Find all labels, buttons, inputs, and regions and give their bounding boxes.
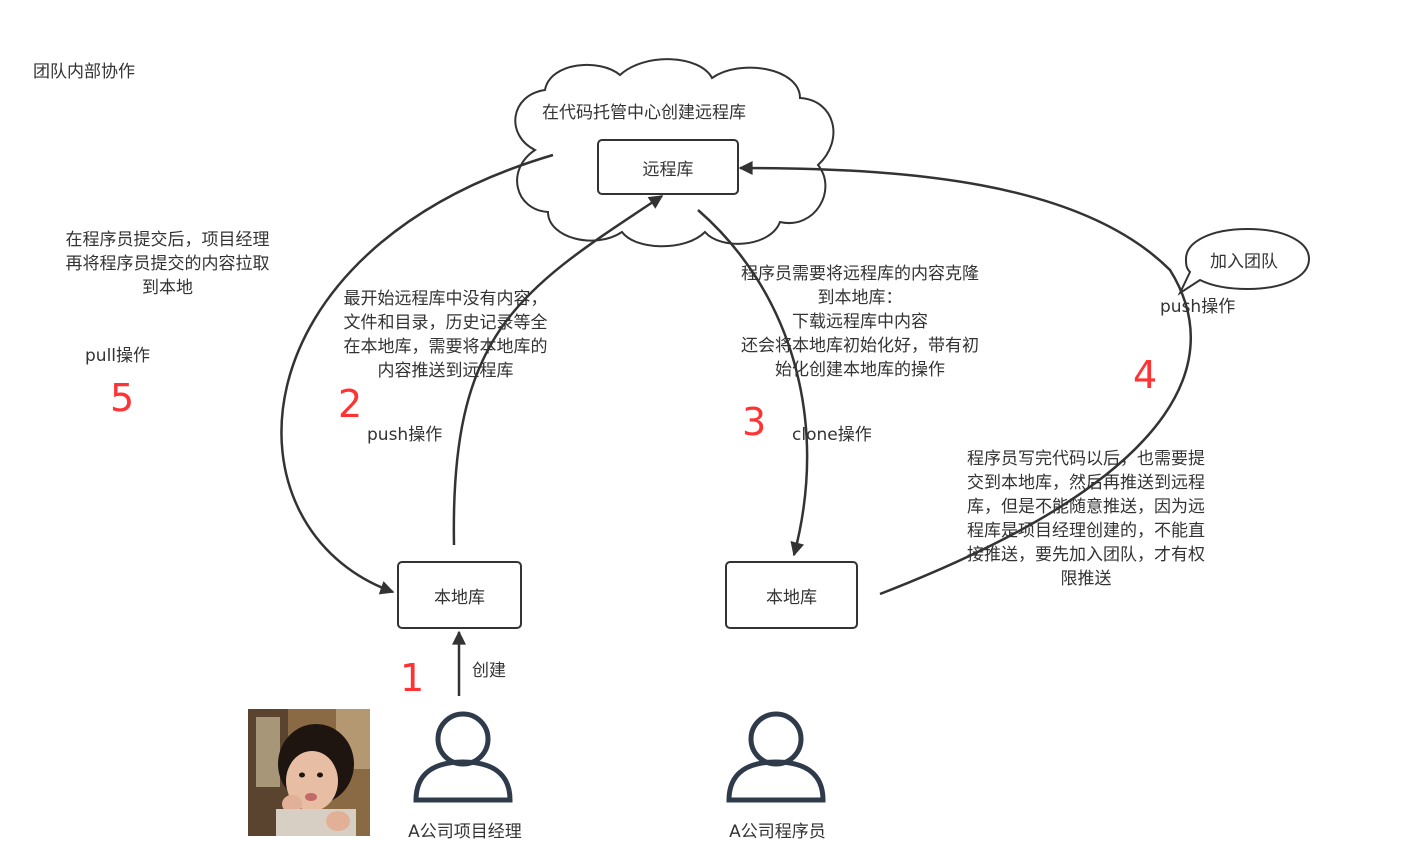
pull-note-line: 再将程序员提交的内容拉取 <box>65 254 270 274</box>
team-note-line: 交到本地库，然后再推送到远程 <box>967 473 1205 493</box>
team-note-line: 库，但是不能随意推送，因为远 <box>967 497 1205 517</box>
clone-note-line: 程序员需要将远程库的内容克隆 <box>741 264 979 284</box>
project-manager-label: A公司项目经理 <box>408 822 522 842</box>
diagram-title: 团队内部协作 <box>33 62 135 82</box>
cloud-label: 在代码托管中心创建远程库 <box>542 103 746 123</box>
project-manager-icon <box>413 711 513 803</box>
push-right-label: push操作 <box>1160 297 1236 317</box>
programmer-label: A公司程序员 <box>729 822 826 842</box>
step-number-2: 2 <box>338 382 363 426</box>
local-repo-right-box: 本地库 <box>725 561 858 629</box>
step-number-4: 4 <box>1133 353 1158 397</box>
team-note-line: 程序员写完代码以后，也需要提 <box>967 449 1205 469</box>
pull-note-line: 在程序员提交后，项目经理 <box>65 230 270 250</box>
local-repo-right-label: 本地库 <box>766 587 817 608</box>
edge-push-left <box>452 194 664 546</box>
pull-note-line: 到本地 <box>142 278 193 298</box>
push-left-label: push操作 <box>367 425 443 445</box>
clone-note-line: 下载远程库中内容 <box>792 312 928 332</box>
push-note-line: 文件和目录，历史记录等全 <box>343 313 548 333</box>
team-note-line: 限推送 <box>1060 569 1112 589</box>
local-repo-left-label: 本地库 <box>434 587 485 608</box>
push-note-line: 最开始远程库中没有内容， <box>343 289 548 309</box>
team-note-line: 接推送，要先加入团队，才有权 <box>967 545 1205 565</box>
clone-note-line: 还会将本地库初始化好，带有初 <box>741 336 979 356</box>
clone-note-line: 到本地库： <box>817 288 903 308</box>
push-note: 最开始远程库中没有内容， 文件和目录，历史记录等全 在本地库，需要将本地库的 内… <box>318 287 573 383</box>
step-number-1: 1 <box>400 656 425 700</box>
edge-pull <box>280 153 554 595</box>
pull-label: pull操作 <box>85 346 151 366</box>
create-label: 创建 <box>472 661 506 681</box>
remote-repo-box: 远程库 <box>597 139 739 195</box>
edge-clone <box>697 209 809 557</box>
pull-note: 在程序员提交后，项目经理 再将程序员提交的内容拉取 到本地 <box>40 228 295 300</box>
child-photo <box>248 709 370 836</box>
local-repo-left-box: 本地库 <box>397 561 522 629</box>
clone-note-line: 始化创建本地库的操作 <box>775 360 945 380</box>
programmer-icon <box>726 711 826 803</box>
remote-repo-label: 远程库 <box>642 159 694 180</box>
push-note-line: 在本地库，需要将本地库的 <box>343 337 548 357</box>
clone-note: 程序员需要将远程库的内容克隆 到本地库： 下载远程库中内容 还会将本地库初始化好… <box>710 262 1010 382</box>
push-note-line: 内容推送到远程库 <box>377 361 514 381</box>
join-team-bubble <box>1177 227 1311 296</box>
join-team-label: 加入团队 <box>1210 252 1278 272</box>
clone-label: clone操作 <box>792 425 872 445</box>
team-note-line: 程库是项目经理创建的，不能直 <box>967 521 1205 541</box>
step-number-3: 3 <box>742 400 767 444</box>
edge-push-right <box>738 161 1193 596</box>
step-number-5: 5 <box>110 376 135 420</box>
team-note: 程序员写完代码以后，也需要提 交到本地库，然后再推送到远程 库，但是不能随意推送… <box>940 447 1232 591</box>
